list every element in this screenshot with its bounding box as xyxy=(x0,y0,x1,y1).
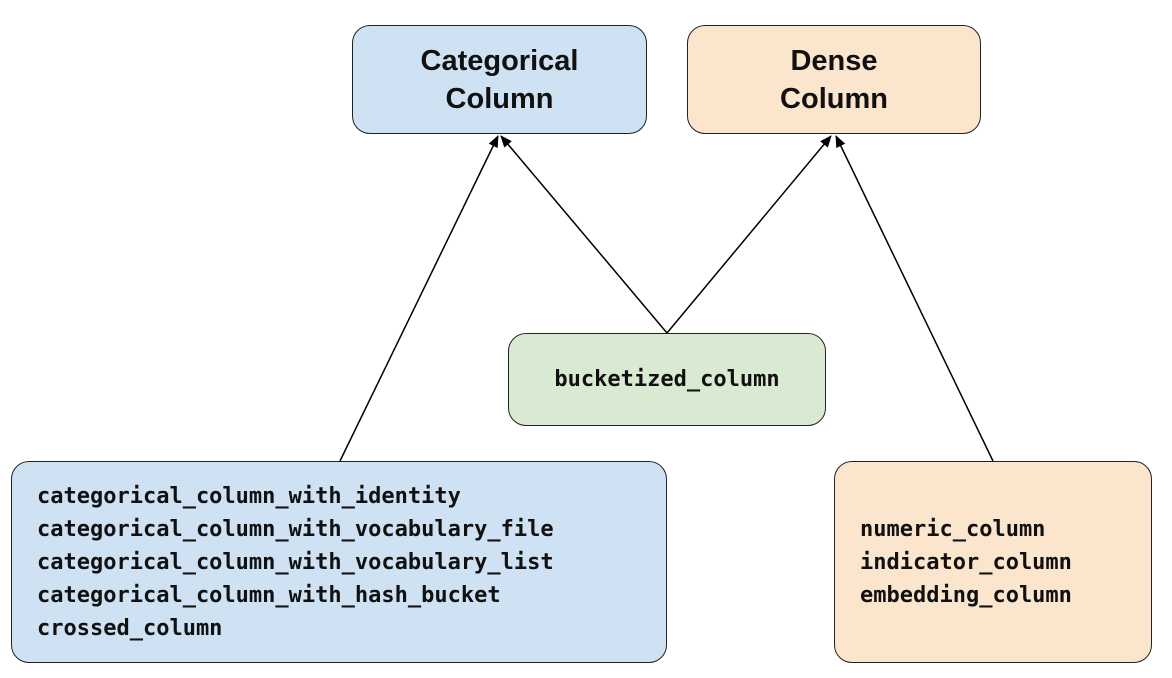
categorical-function-item: crossed_column xyxy=(37,615,223,641)
bucketized-column-node: bucketized_column xyxy=(508,333,826,426)
edge-bucketized-to-dense-column xyxy=(666,135,832,334)
categorical-function-item: categorical_column_with_vocabulary_file xyxy=(37,516,554,542)
dense-column-node: Dense Column xyxy=(687,25,981,134)
bucketized-column-label: bucketized_column xyxy=(554,367,780,392)
categorical-function-item: categorical_column_with_hash_bucket xyxy=(37,582,501,608)
dense-functions-node: numeric_column indicator_column embeddin… xyxy=(834,461,1152,663)
edge-categorical-functions-to-categorical-column xyxy=(339,135,499,462)
dense-function-item: numeric_column xyxy=(860,516,1046,542)
dense-function-item: embedding_column xyxy=(860,582,1072,608)
dense-function-item: indicator_column xyxy=(860,549,1072,575)
categorical-column-title-line-2: Column xyxy=(445,82,554,115)
categorical-functions-node: categorical_column_with_identity categor… xyxy=(11,461,667,663)
edge-bucketized-to-categorical-column xyxy=(500,135,668,334)
dense-column-title-line-1: Dense xyxy=(790,44,878,77)
categorical-column-node: Categorical Column xyxy=(352,25,647,134)
dense-column-title-line-2: Column xyxy=(780,82,888,115)
categorical-function-item: categorical_column_with_vocabulary_list xyxy=(37,549,554,575)
edge-dense-functions-to-dense-column xyxy=(835,135,994,462)
categorical-column-title-line-1: Categorical xyxy=(420,44,579,77)
categorical-function-item: categorical_column_with_identity xyxy=(37,483,461,509)
